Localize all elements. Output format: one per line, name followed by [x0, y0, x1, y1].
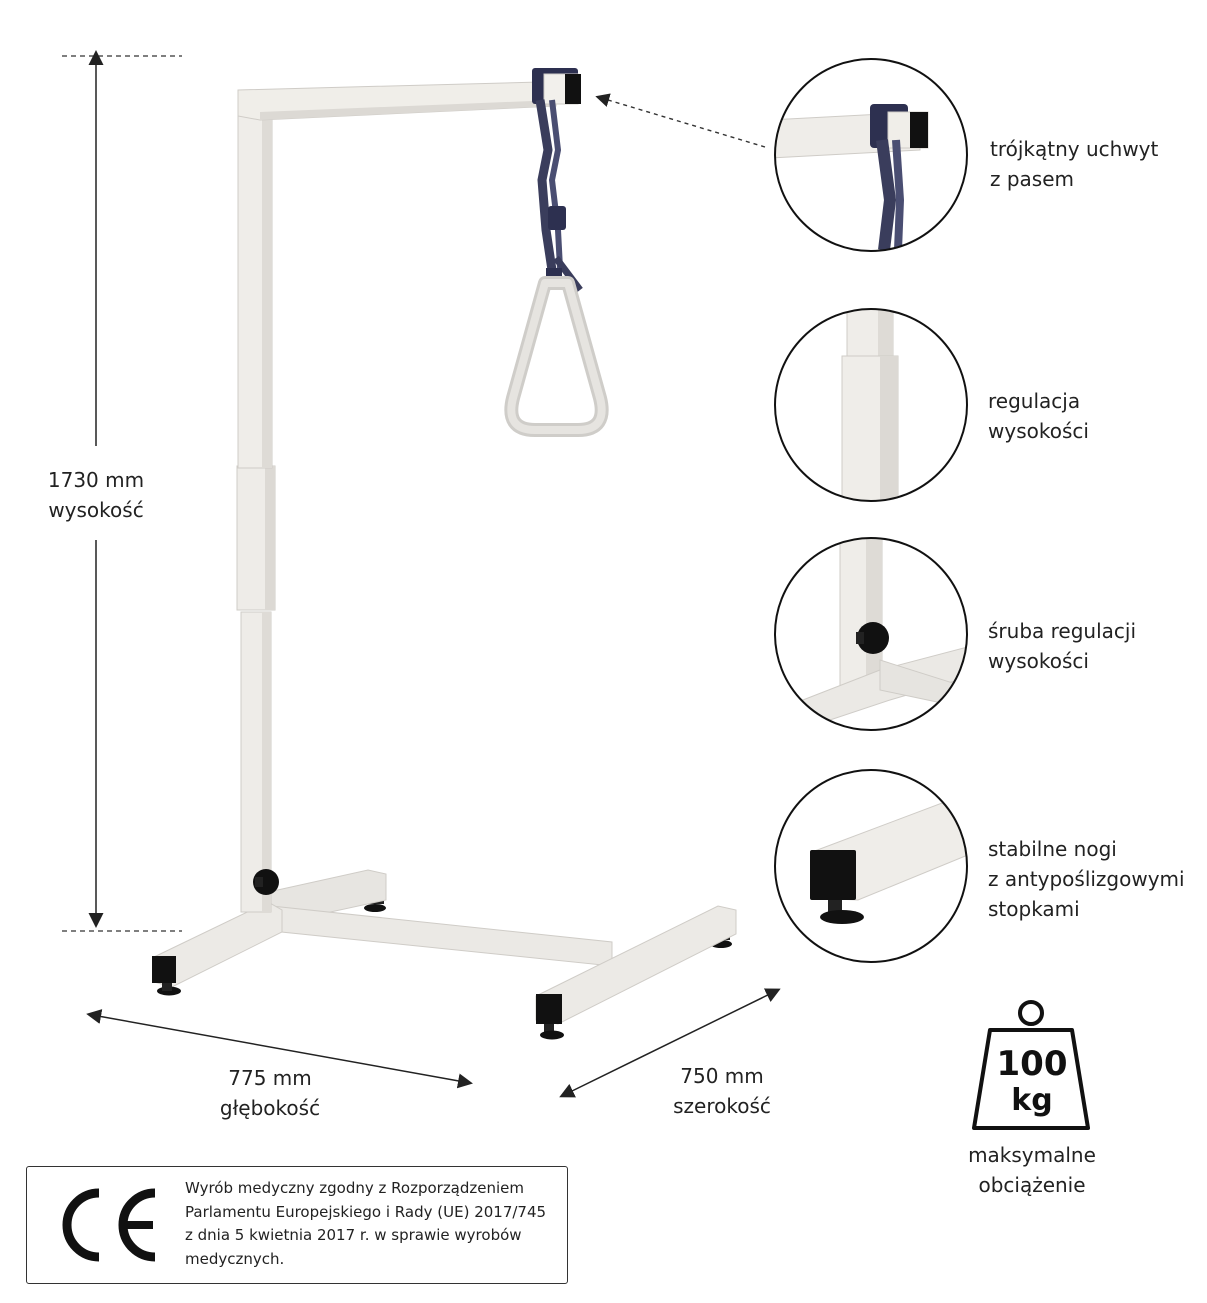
max-load-unit: kg — [1011, 1083, 1052, 1118]
depth-caption: głębokość — [219, 1096, 321, 1120]
width-caption: szerokość — [673, 1094, 771, 1118]
feature-handle-label: trójkątny uchwyt z pasem — [990, 134, 1190, 194]
feature-foot-line1: stabilne nogi — [988, 837, 1117, 861]
adjustment-knob — [253, 869, 279, 895]
ce-text-line3: z dnia 5 kwietnia 2017 r. w sprawie wyro… — [185, 1226, 522, 1244]
ce-text-line1: Wyrób medyczny zgodny z Rozporządzeniem — [185, 1179, 525, 1197]
weight-icon: 100 kg — [972, 1000, 1090, 1130]
ce-text-line4: medycznych. — [185, 1249, 285, 1268]
width-arrow — [559, 988, 781, 1098]
feature-height-adjust-line2: wysokości — [988, 419, 1089, 443]
height-label: 1730 mm wysokość — [30, 465, 162, 525]
feature-handle-line1: trójkątny uchwyt — [990, 137, 1159, 161]
height-value: 1730 mm — [47, 468, 145, 492]
detail-circle-foot — [774, 769, 968, 963]
ce-certification-box: Wyrób medyczny zgodny z Rozporządzeniem … — [26, 1166, 568, 1284]
feature-knob-line2: wysokości — [988, 649, 1089, 673]
ce-mark-icon — [62, 1188, 156, 1262]
feature-foot-line3: stopkami — [988, 897, 1080, 921]
height-dimension — [62, 50, 182, 932]
feature-foot-line2: z antypoślizgowymi — [988, 867, 1185, 891]
detail-circle-height-adjust — [774, 308, 968, 502]
depth-value: 775 mm — [228, 1066, 312, 1090]
depth-label: 775 mm głębokość — [190, 1063, 350, 1123]
width-value: 750 mm — [680, 1064, 764, 1088]
feature-handle-line2: z pasem — [990, 167, 1075, 191]
feature-height-adjust-label: regulacja wysokości — [988, 386, 1188, 446]
max-load-line2: obciążenie — [978, 1173, 1086, 1197]
trapeze-handle — [504, 68, 609, 437]
detail-circle-knob — [774, 537, 968, 731]
max-load-number: 100 — [997, 1044, 1068, 1084]
depth-arrow — [86, 1009, 473, 1089]
ce-text: Wyrób medyczny zgodny z Rozporządzeniem … — [185, 1177, 560, 1271]
feature-height-adjust-line1: regulacja — [988, 389, 1081, 413]
detail-circle-handle — [774, 58, 968, 252]
height-caption: wysokość — [48, 498, 144, 522]
patient-lift-frame — [152, 81, 737, 1040]
max-load-label: maksymalne obciążenie — [952, 1140, 1112, 1200]
max-load-line1: maksymalne — [968, 1143, 1096, 1167]
feature-knob-line1: śruba regulacji — [988, 619, 1137, 643]
width-label: 750 mm szerokość — [642, 1061, 802, 1121]
ce-text-line2: Parlamentu Europejskiego i Rady (UE) 201… — [185, 1202, 547, 1221]
feature-knob-label: śruba regulacji wysokości — [988, 616, 1188, 676]
detail-pointer — [595, 93, 766, 148]
feature-foot-label: stabilne nogi z antypoślizgowymi stopkam… — [988, 834, 1198, 924]
